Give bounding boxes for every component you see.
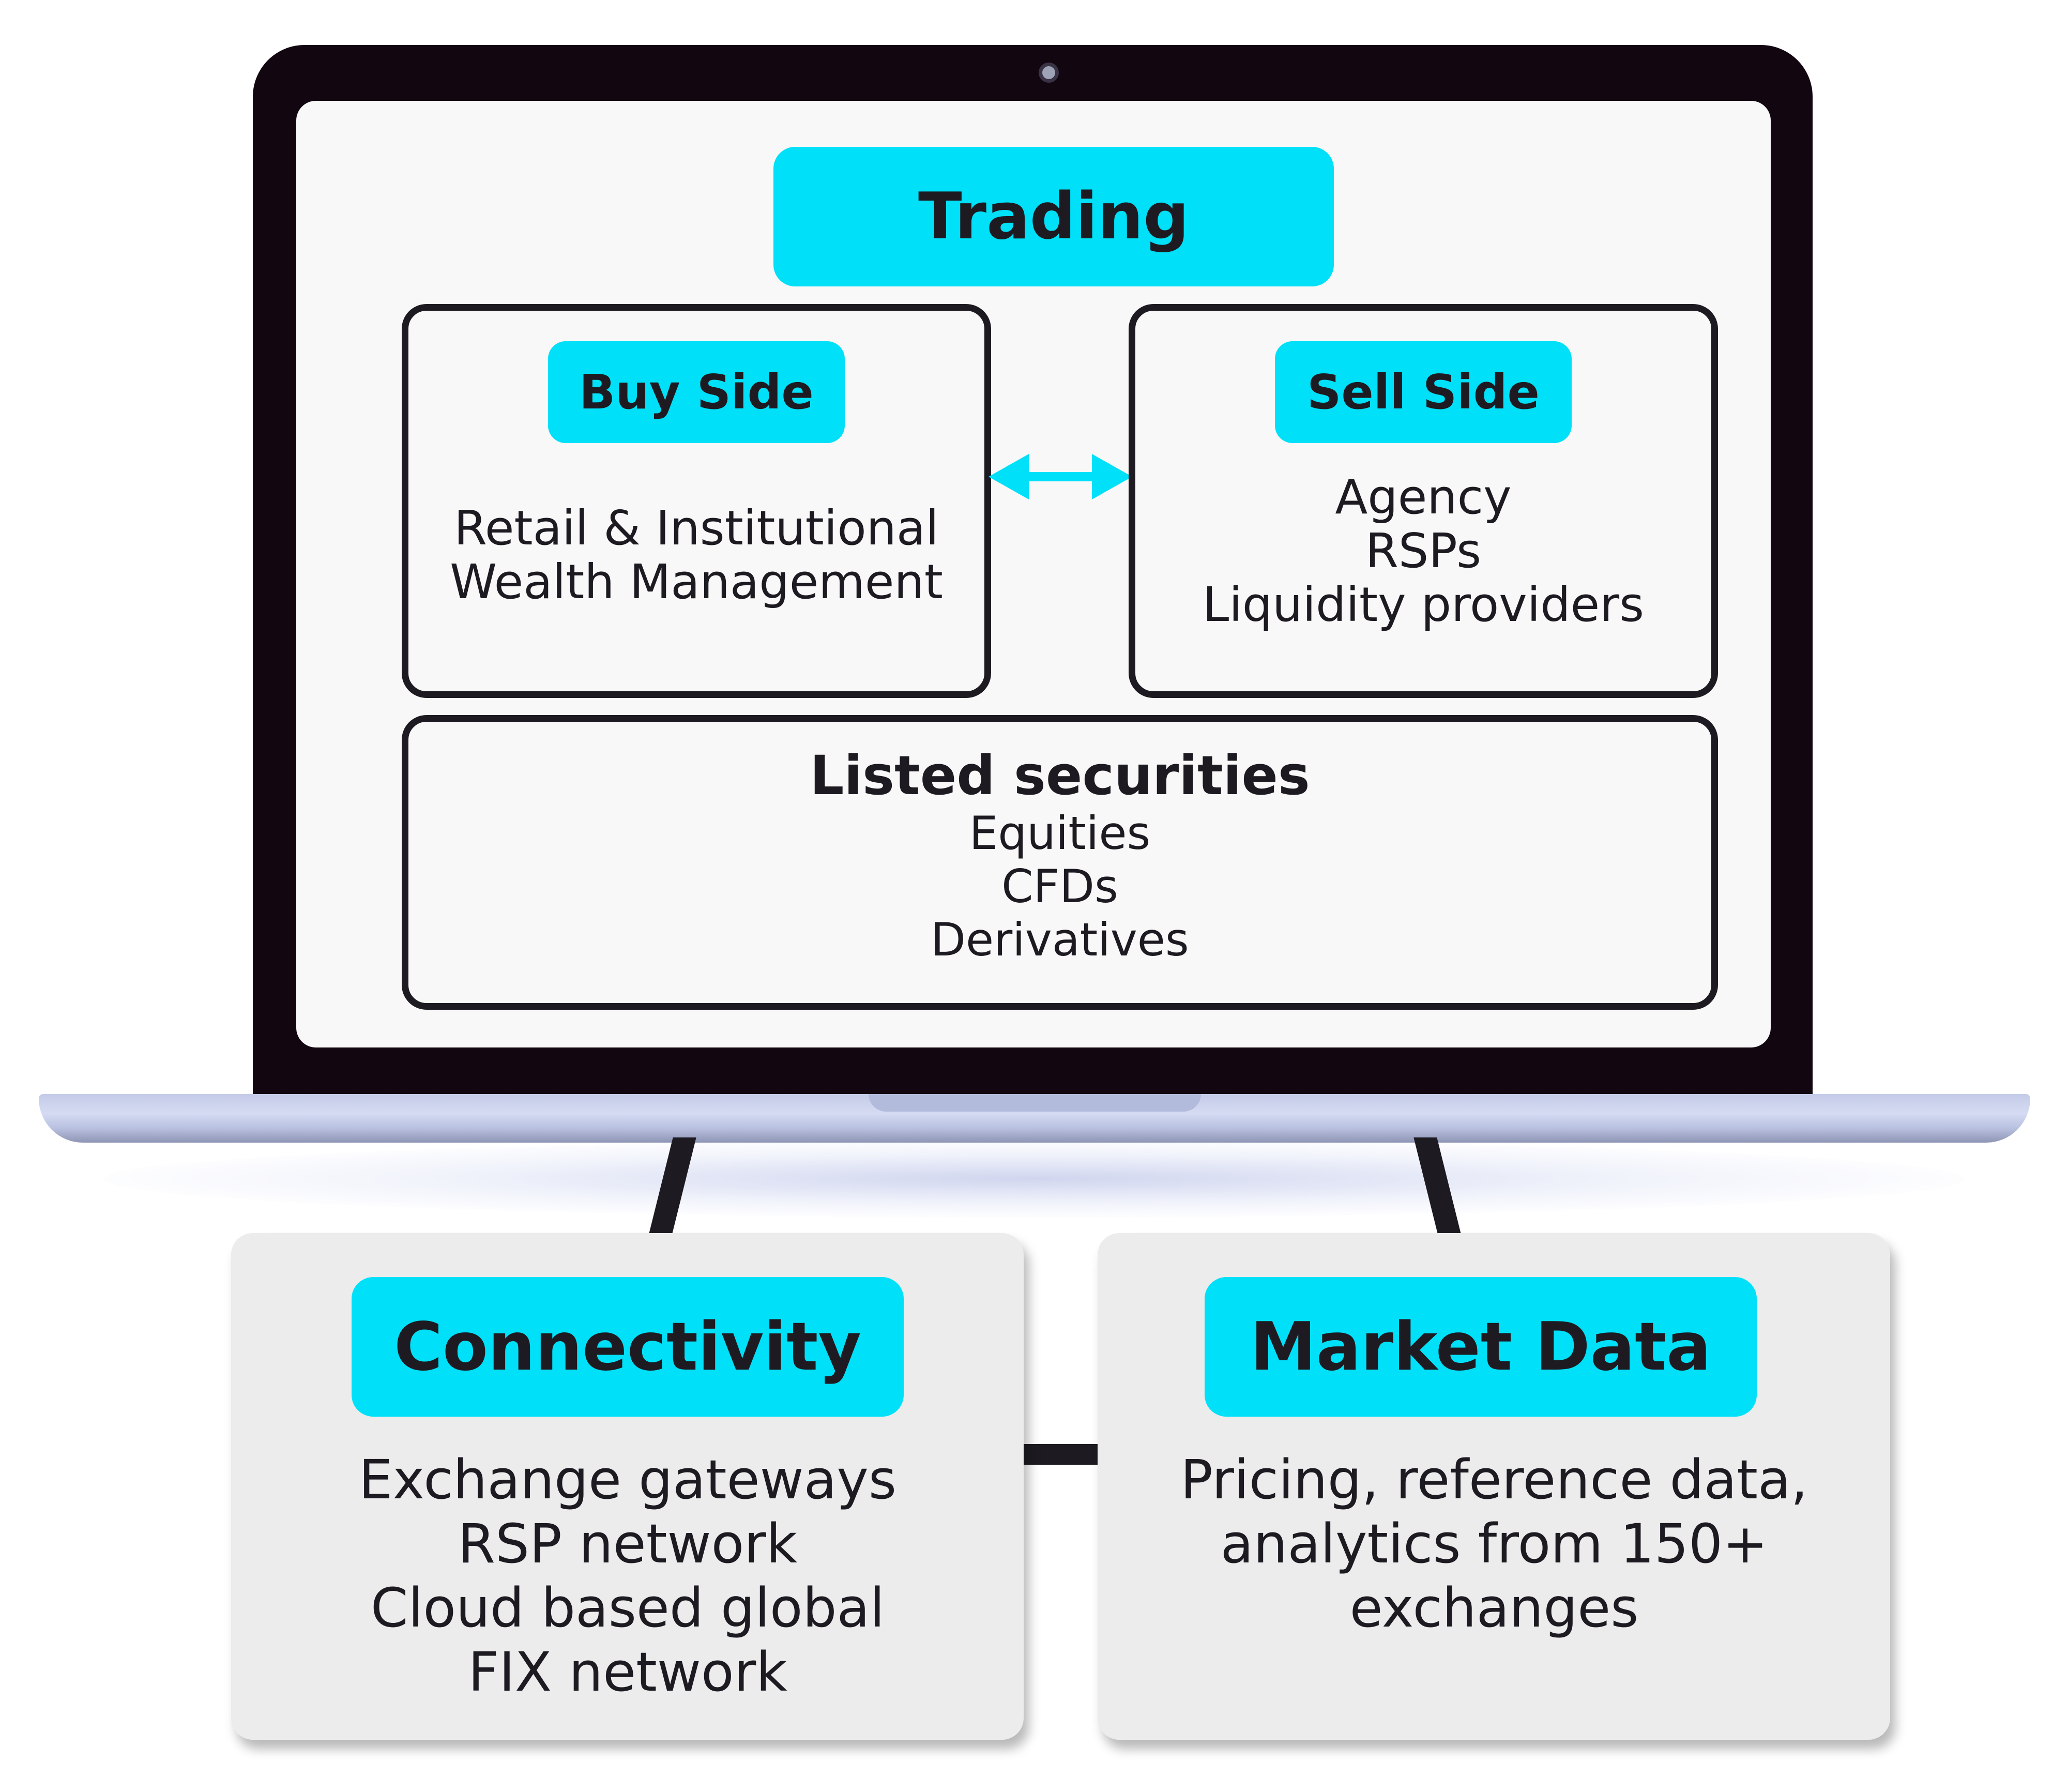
connectivity-line: Exchange gateways <box>358 1448 897 1511</box>
buy-side-title: Buy Side <box>548 341 845 443</box>
sell-side-line: Agency <box>1335 469 1512 525</box>
market-data-line: exchanges <box>1349 1576 1639 1639</box>
listed-securities-list: Equities CFDs Derivatives <box>414 807 1706 966</box>
laptop-notch <box>869 1094 1201 1112</box>
connectivity-line: Cloud based global <box>370 1576 885 1639</box>
connectivity-description: Exchange gateways RSP network Cloud base… <box>243 1448 1012 1704</box>
webcam-icon <box>1039 63 1059 83</box>
buy-side-description: Retail & Institutional Wealth Management <box>414 502 979 609</box>
connectivity-title: Connectivity <box>352 1277 904 1417</box>
market-data-description: Pricing, reference data, analytics from … <box>1109 1448 1879 1640</box>
laptop-shadow <box>103 1140 1965 1218</box>
listed-securities-box <box>402 715 1718 1010</box>
connectivity-line: FIX network <box>468 1641 787 1704</box>
listed-securities-item: Equities <box>969 807 1151 860</box>
listed-securities-item: CFDs <box>1001 860 1118 913</box>
listed-securities-title: Listed securities <box>810 744 1310 807</box>
double-arrow-icon <box>989 454 1132 499</box>
listed-securities-item: Derivatives <box>931 913 1189 966</box>
buy-side-line: Wealth Management <box>450 554 943 610</box>
market-data-line: Pricing, reference data, <box>1180 1448 1808 1511</box>
sell-side-line: Liquidity providers <box>1202 577 1645 632</box>
sell-side-line: RSPs <box>1365 523 1482 579</box>
sell-side-title: Sell Side <box>1275 341 1572 443</box>
sell-side-description: Agency RSPs Liquidity providers <box>1141 470 1706 632</box>
trading-title: Trading <box>773 147 1334 286</box>
market-data-line: analytics from 150+ <box>1220 1512 1768 1575</box>
connector-line-bottom <box>1016 1444 1109 1465</box>
buy-side-line: Retail & Institutional <box>454 500 939 556</box>
market-data-title: Market Data <box>1205 1277 1757 1417</box>
connectivity-line: RSP network <box>458 1512 798 1575</box>
